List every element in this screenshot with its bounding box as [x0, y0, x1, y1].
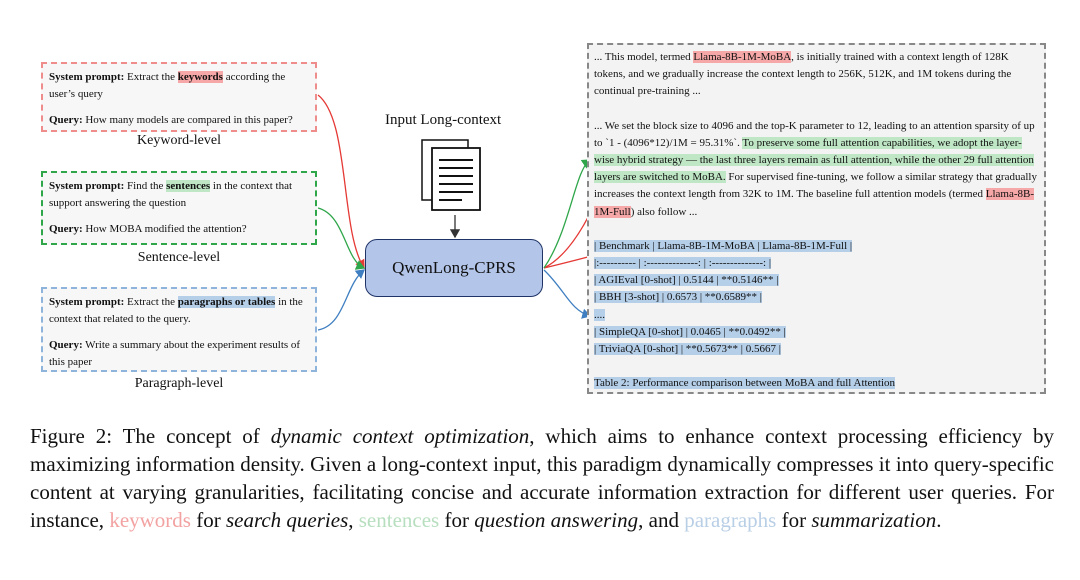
- caption-paragraphs: paragraphs: [684, 508, 777, 532]
- caption-text: for: [190, 508, 226, 532]
- sentence-query-text: How MOBA modified the attention?: [82, 223, 247, 235]
- sentence-query-label: Query:: [49, 223, 83, 235]
- caption-sentences: sentences: [358, 508, 440, 532]
- sentence-arrow: [317, 207, 366, 270]
- table-caption: Table 2: Performance comparison between …: [594, 377, 896, 390]
- sentence-sys-pre: Find the: [124, 180, 167, 192]
- table-row: | TriviaQA [0-shot] | **0.5673** | 0.566…: [594, 343, 781, 356]
- table-row: | AGIEval [0-shot] | 0.5144 | **0.5146**…: [594, 274, 779, 287]
- input-long-context-label: Input Long-context: [385, 112, 502, 128]
- caption-italic: search queries: [225, 508, 349, 532]
- keyword-query-text: How many models are compared in this pap…: [82, 114, 293, 126]
- caption-italic: summarization: [811, 508, 937, 532]
- document-icon: [421, 139, 481, 211]
- sentence-sys-post: in the context that support answering th…: [49, 180, 293, 209]
- keyword-sys-label: System prompt:: [49, 71, 125, 83]
- context-text: ) also follow ...: [630, 205, 698, 218]
- keyword-arrow: [317, 94, 365, 270]
- table-row: ....: [594, 308, 605, 321]
- keyword-sys-pre: Extract the: [124, 71, 178, 83]
- paragraph-sys-pre: Extract the: [124, 296, 178, 308]
- paragraph-sys-highlight: paragraphs or tables: [177, 296, 276, 308]
- keyword-query-label: Query:: [49, 114, 83, 126]
- paragraph-sys-post: in the context that related to the query…: [49, 296, 303, 325]
- out-blue-arrow: [543, 269, 592, 319]
- model-name: QwenLong-CPRS: [392, 258, 516, 277]
- caption-italic: question answering: [474, 508, 639, 532]
- paragraph-sys-label: System prompt:: [49, 296, 125, 308]
- figure-caption: Figure 2: The concept of dynamic context…: [30, 422, 1054, 534]
- paragraph-arrow: [317, 269, 366, 331]
- paragraph-query-box: System prompt: Extract the paragraphs or…: [41, 287, 317, 372]
- context-text: ... We set the block size to 4096 and th…: [594, 119, 1035, 149]
- context-text: , is initially trained with a context le…: [594, 51, 1012, 98]
- context-text: For supervised fine-tuning, we follow a …: [594, 171, 1037, 201]
- sentence-sys-highlight: sentences: [166, 180, 211, 192]
- caption-text: ,: [348, 508, 359, 532]
- context-paragraph-1: ... This model, termed Llama-8B-1M-MoBA,…: [594, 49, 1039, 101]
- table-row: | SimpleQA [0-shot] | 0.0465 | **0.0492*…: [594, 325, 786, 338]
- caption-text: for: [776, 508, 812, 532]
- caption-keywords: keywords: [109, 508, 191, 532]
- context-text: ... This model, termed: [594, 51, 694, 63]
- context-keyword-highlight: Llama-8B-1M-MoBA: [693, 51, 792, 63]
- keyword-query-box: System prompt: Extract the keywords acco…: [41, 62, 317, 132]
- table-row: | BBH [3-shot] | 0.6573 | **0.6589** |: [594, 291, 763, 304]
- keyword-level-label: Keyword-level: [137, 133, 221, 148]
- sentence-query-box: System prompt: Find the sentences in the…: [41, 171, 317, 245]
- caption-text: , which aims to enhance context processi…: [30, 424, 1054, 532]
- table-row: | Benchmark | Llama-8B-1M-MoBA | Llama-8…: [594, 239, 853, 252]
- caption-text: for: [439, 508, 475, 532]
- caption-text: , and: [638, 508, 685, 532]
- sentence-level-label: Sentence-level: [137, 250, 221, 265]
- caption-text: Figure 2: The concept of: [30, 424, 271, 448]
- paragraph-query-text: Write a summary about the experiment res…: [49, 339, 301, 368]
- caption-text: .: [936, 508, 942, 532]
- model-box: QwenLong-CPRS: [365, 239, 543, 297]
- sentence-sys-label: System prompt:: [49, 180, 125, 192]
- keyword-sys-post: according the user’s query: [49, 71, 286, 100]
- table-row: |:---------- | :--------------: | :-----…: [594, 257, 772, 270]
- out-green-arrow: [543, 159, 592, 269]
- caption-italic: dynamic context optimization: [270, 424, 530, 448]
- paragraph-query-label: Query:: [49, 339, 83, 351]
- long-context-box: ... This model, termed Llama-8B-1M-MoBA,…: [587, 43, 1046, 394]
- paragraph-level-label: Paragraph-level: [134, 376, 224, 391]
- keyword-sys-highlight: keywords: [177, 71, 223, 83]
- context-paragraph-2: ... We set the block size to 4096 and th…: [594, 118, 1039, 221]
